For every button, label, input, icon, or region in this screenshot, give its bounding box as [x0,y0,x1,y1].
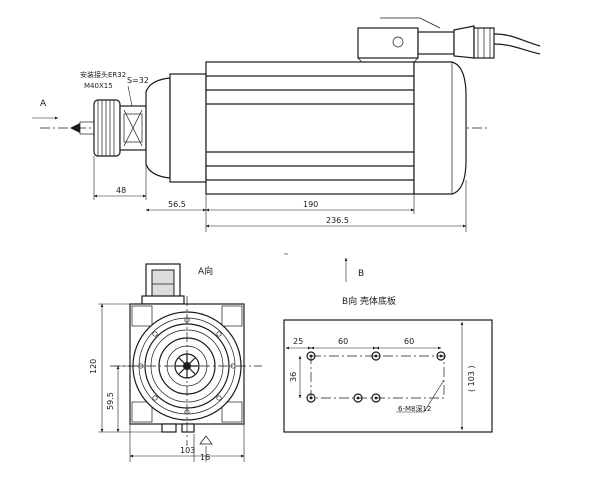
view-arrow-b-label: B [358,269,364,279]
thread-note: M40X15 [84,82,113,90]
bottom-tab-right [181,423,195,433]
dim-60-a: 60 [338,337,348,346]
front-view-title: A向 [198,265,213,277]
wrench-flat-note: S=32 [127,76,149,85]
front-flange [169,73,207,183]
spindle-front-view: A向 [89,263,262,462]
base-plate-outline [283,319,493,433]
base-plate-view: B B向 壳体底板 [283,257,493,433]
dimension-lines-front [98,303,245,462]
dim-236-5: 236.5 [326,216,349,225]
view-b-triangle [199,435,213,445]
bottom-tab-left [161,423,177,433]
corner-recess-tl [131,305,153,327]
corner-recess-br [221,401,243,423]
hole-pattern-outline [310,355,445,399]
front-bearing-cap [145,77,171,179]
hole-note-leader [423,379,445,413]
rear-cover [413,61,467,195]
wrench-flats [119,105,147,151]
dim-56-5: 56.5 [168,200,186,209]
dim-16: 16 [200,453,210,462]
corner-recess-tr [221,305,243,327]
base-view-title: B向 壳体底板 [342,295,396,307]
dim-120: 120 [89,359,98,374]
corner-recess-bl [131,401,153,423]
view-arrow-a-label: A [40,99,47,109]
dim-103-base: ( 103 ) [467,365,476,392]
spindle-side-view: A 安装接头ER32 M40X15 S=32 48 56.5 190 236.5 [32,17,541,232]
motor-housing [205,61,415,195]
power-connector [357,17,541,63]
dim-59-5: 59.5 [106,392,115,410]
dim-60-b: 60 [404,337,414,346]
collet-nut [93,99,121,157]
dimension-lines-top [93,156,467,232]
collet-note: 安装接头ER32 [80,70,126,79]
tool-tip [70,123,80,133]
dim-36: 36 [289,372,298,382]
dim-48: 48 [116,186,126,195]
mounting-holes [306,351,446,403]
wrench-leader [127,85,133,107]
hole-note: 6-M8深12 [398,404,431,413]
dim-103-front: 103 [180,446,195,455]
dimension-lines-base [285,321,464,431]
dim-25: 25 [293,337,303,346]
dim-190: 190 [303,200,318,209]
front-connector [141,263,185,305]
